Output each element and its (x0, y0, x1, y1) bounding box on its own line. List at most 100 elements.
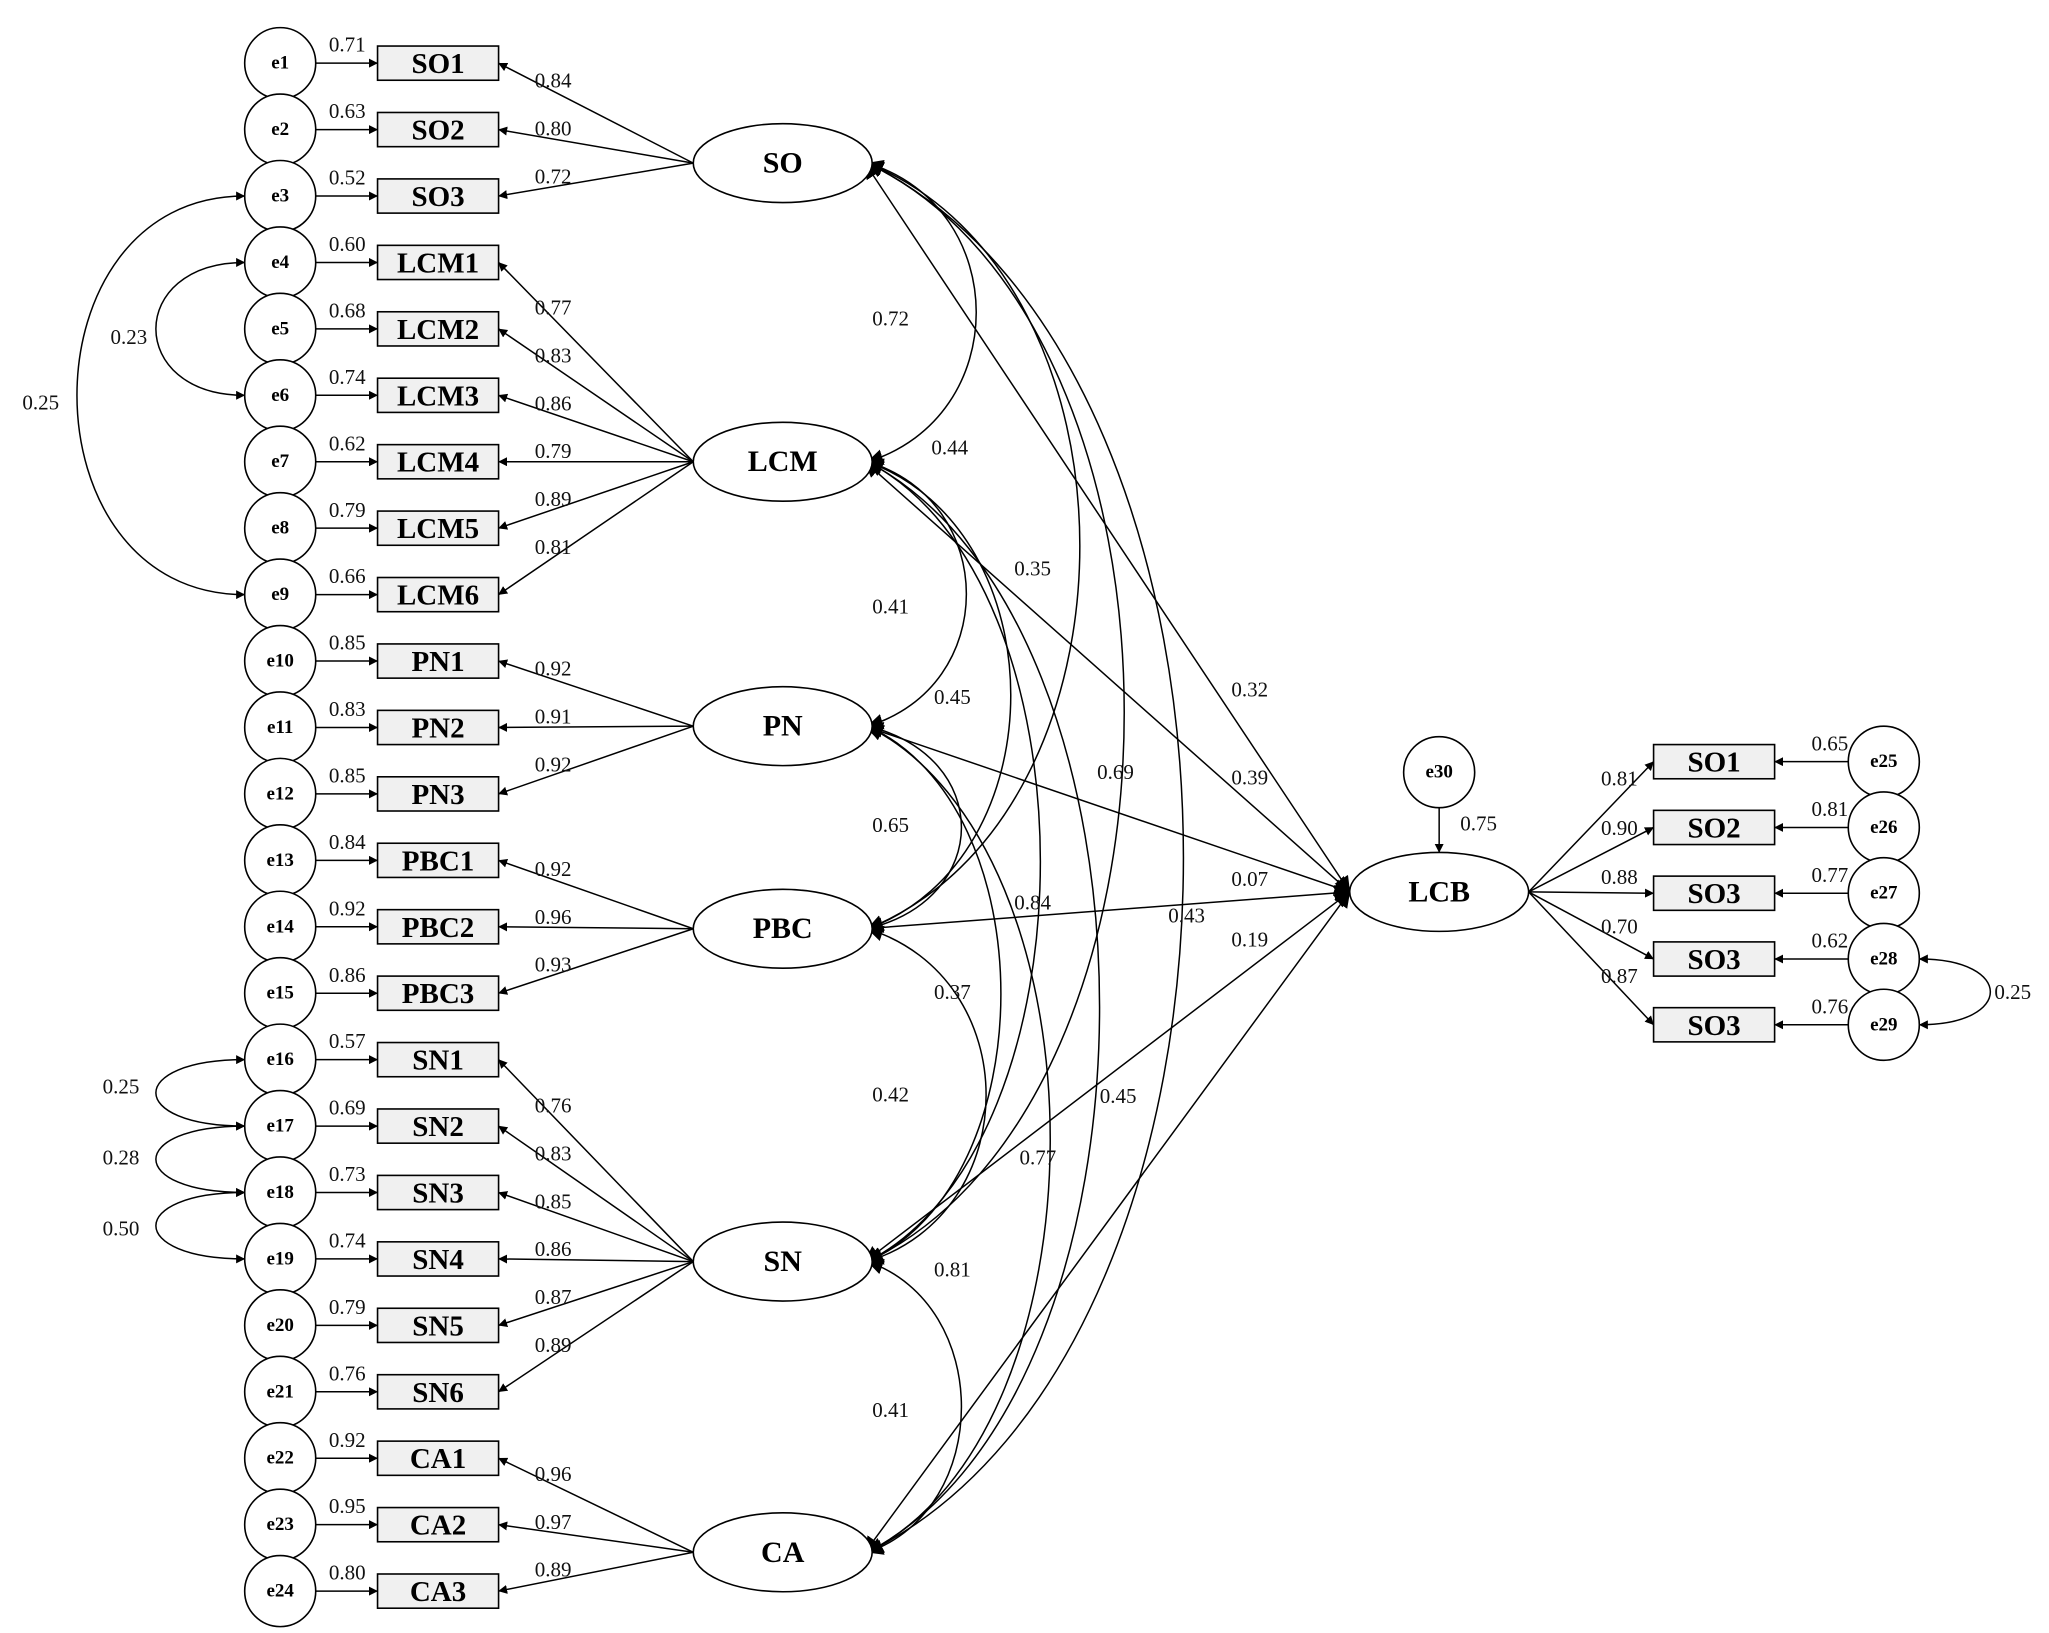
covariance-lcm-pbc (866, 459, 1012, 931)
error-coef-e8: 0.79 (329, 498, 366, 522)
error-label-e24: e24 (266, 1581, 294, 1602)
loading-SN1: 0.76 (535, 1094, 572, 1118)
covariance-lcm-ca (866, 461, 1101, 1553)
outcome-loading-arrow-3 (1528, 888, 1655, 898)
latent-label-so: SO (763, 147, 803, 180)
outcome-loading-3: 0.88 (1601, 865, 1638, 889)
error-covariance-e28-e29 (1918, 954, 1992, 1030)
error-covariance-e3-e9 (76, 191, 246, 600)
loading-LCM1: 0.77 (535, 296, 572, 320)
error-covariance-coef-e18-e19: 0.50 (103, 1217, 140, 1241)
indicator-PBC3-15 (376, 975, 500, 1012)
loading-LCM2: 0.83 (535, 344, 572, 368)
error-coef-e28: 0.62 (1811, 929, 1848, 953)
indicator-SO1-1 (376, 45, 500, 82)
outcome-loading-arrow-1 (1528, 761, 1655, 893)
loading-arrow-SN3 (498, 1191, 694, 1263)
outcome-loading-arrow-2 (1528, 826, 1654, 893)
indicator-label-LCM5: LCM5 (397, 513, 479, 545)
error-coef-e5: 0.68 (329, 298, 366, 322)
indicator-label-LCM2: LCM2 (397, 314, 479, 346)
covariance-coef-so-ca: 0.45 (1100, 1084, 1137, 1108)
error-coef-e24: 0.80 (329, 1561, 366, 1585)
error-label-e29: e29 (1870, 1014, 1897, 1035)
indicator-label-SN1: SN1 (412, 1045, 464, 1077)
latent-pn (692, 685, 873, 767)
error-label-e22: e22 (266, 1448, 293, 1469)
outcome-indicator-4 (1652, 941, 1776, 977)
indicator-SN4-19 (376, 1241, 500, 1277)
error-label-e26: e26 (1870, 817, 1897, 838)
loading-PN2: 0.91 (535, 705, 572, 729)
error-label-e17: e17 (266, 1116, 294, 1137)
error-label-e15: e15 (266, 983, 293, 1004)
covariance-pbc-sn (866, 925, 987, 1265)
latent-sn (692, 1221, 873, 1302)
indicator-label-CA3: CA3 (410, 1576, 466, 1608)
error-label-e21: e21 (266, 1381, 293, 1402)
covariance-pn-sn (866, 725, 1002, 1263)
loading-arrow-SN1 (498, 1059, 694, 1263)
loading-SN2: 0.83 (535, 1141, 572, 1165)
error-covariance-coef-e28-e29: 0.25 (1994, 980, 2031, 1004)
loading-arrow-SO2 (498, 126, 694, 164)
indicator-label-PBC3: PBC3 (402, 978, 475, 1010)
path-coef-pbc-lcb: 0.07 (1231, 867, 1268, 891)
error-label-e14: e14 (266, 916, 294, 937)
loading-SN3: 0.85 (535, 1189, 572, 1213)
error-label-e11: e11 (267, 717, 293, 738)
indicator-SN5-20 (376, 1307, 500, 1344)
loading-arrow-SO3 (498, 162, 694, 200)
indicator-label-PBC2: PBC2 (402, 912, 475, 944)
error-coef-e6: 0.74 (329, 365, 366, 389)
loading-PBC1: 0.92 (535, 857, 572, 881)
path-coef-sn-lcb: 0.19 (1231, 927, 1268, 951)
latent-label-pbc: PBC (753, 912, 813, 945)
error-term-e30 (1402, 735, 1476, 809)
outcome-indicator-3 (1652, 875, 1776, 912)
outcome-indicator-label: SO3 (1688, 1010, 1741, 1042)
indicator-label-PN3: PN3 (411, 779, 464, 811)
error-coef-e20: 0.79 (329, 1295, 366, 1319)
path-coef-so-lcb: 0.32 (1231, 677, 1268, 701)
error-coef-e15: 0.86 (329, 963, 366, 987)
covariance-coef-so-pbc: 0.44 (931, 435, 968, 459)
loading-arrow-LCM1 (498, 261, 694, 463)
outcome-indicator-2 (1652, 809, 1776, 846)
outcome-loading-5: 0.87 (1601, 964, 1638, 988)
outcome-loading-arrow-5 (1528, 891, 1655, 1026)
indicator-label-SN6: SN6 (412, 1377, 464, 1409)
loading-CA3: 0.89 (535, 1558, 572, 1582)
loading-arrow-LCM6 (498, 461, 694, 596)
covariance-coef-pn-ca: 0.81 (934, 1257, 971, 1281)
indicator-LCM5-8 (376, 510, 500, 547)
latent-label-ca: CA (761, 1536, 805, 1569)
error-label-e19: e19 (266, 1248, 293, 1269)
covariance-coef-pn-sn: 0.37 (934, 980, 971, 1004)
error-coef-e29: 0.76 (1811, 994, 1848, 1018)
error-coef-e1: 0.71 (329, 33, 366, 57)
indicator-label-PN1: PN1 (411, 646, 464, 678)
covariance-so-sn (866, 162, 1125, 1263)
error-label-e30: e30 (1425, 762, 1452, 783)
indicator-label-LCM6: LCM6 (397, 580, 479, 612)
covariance-coef-pn-pbc: 0.65 (872, 813, 909, 837)
indicator-label-CA2: CA2 (410, 1510, 466, 1542)
loading-arrow-SO1 (498, 62, 694, 164)
path-coef-pn-lcb: 0.39 (1231, 765, 1268, 789)
error-label-e4: e4 (271, 252, 289, 273)
indicator-SN3-18 (376, 1174, 500, 1211)
outcome-indicator-label: SO1 (1688, 747, 1741, 779)
error-covariance-coef-e4-e6: 0.23 (111, 325, 148, 349)
indicator-label-SN3: SN3 (412, 1178, 464, 1210)
loading-SO2: 0.80 (535, 116, 572, 140)
indicator-PN3-12 (376, 776, 500, 812)
path-coef-lcm-lcb: 0.35 (1014, 556, 1051, 580)
error-coef-e10: 0.85 (329, 631, 366, 655)
error-coef-e21: 0.76 (329, 1361, 366, 1385)
loading-CA1: 0.96 (535, 1462, 572, 1486)
loading-LCM6: 0.81 (535, 535, 572, 559)
error-label-e6: e6 (271, 385, 289, 406)
error-label-e7: e7 (271, 451, 289, 472)
indicator-label-SO3: SO3 (411, 181, 464, 213)
